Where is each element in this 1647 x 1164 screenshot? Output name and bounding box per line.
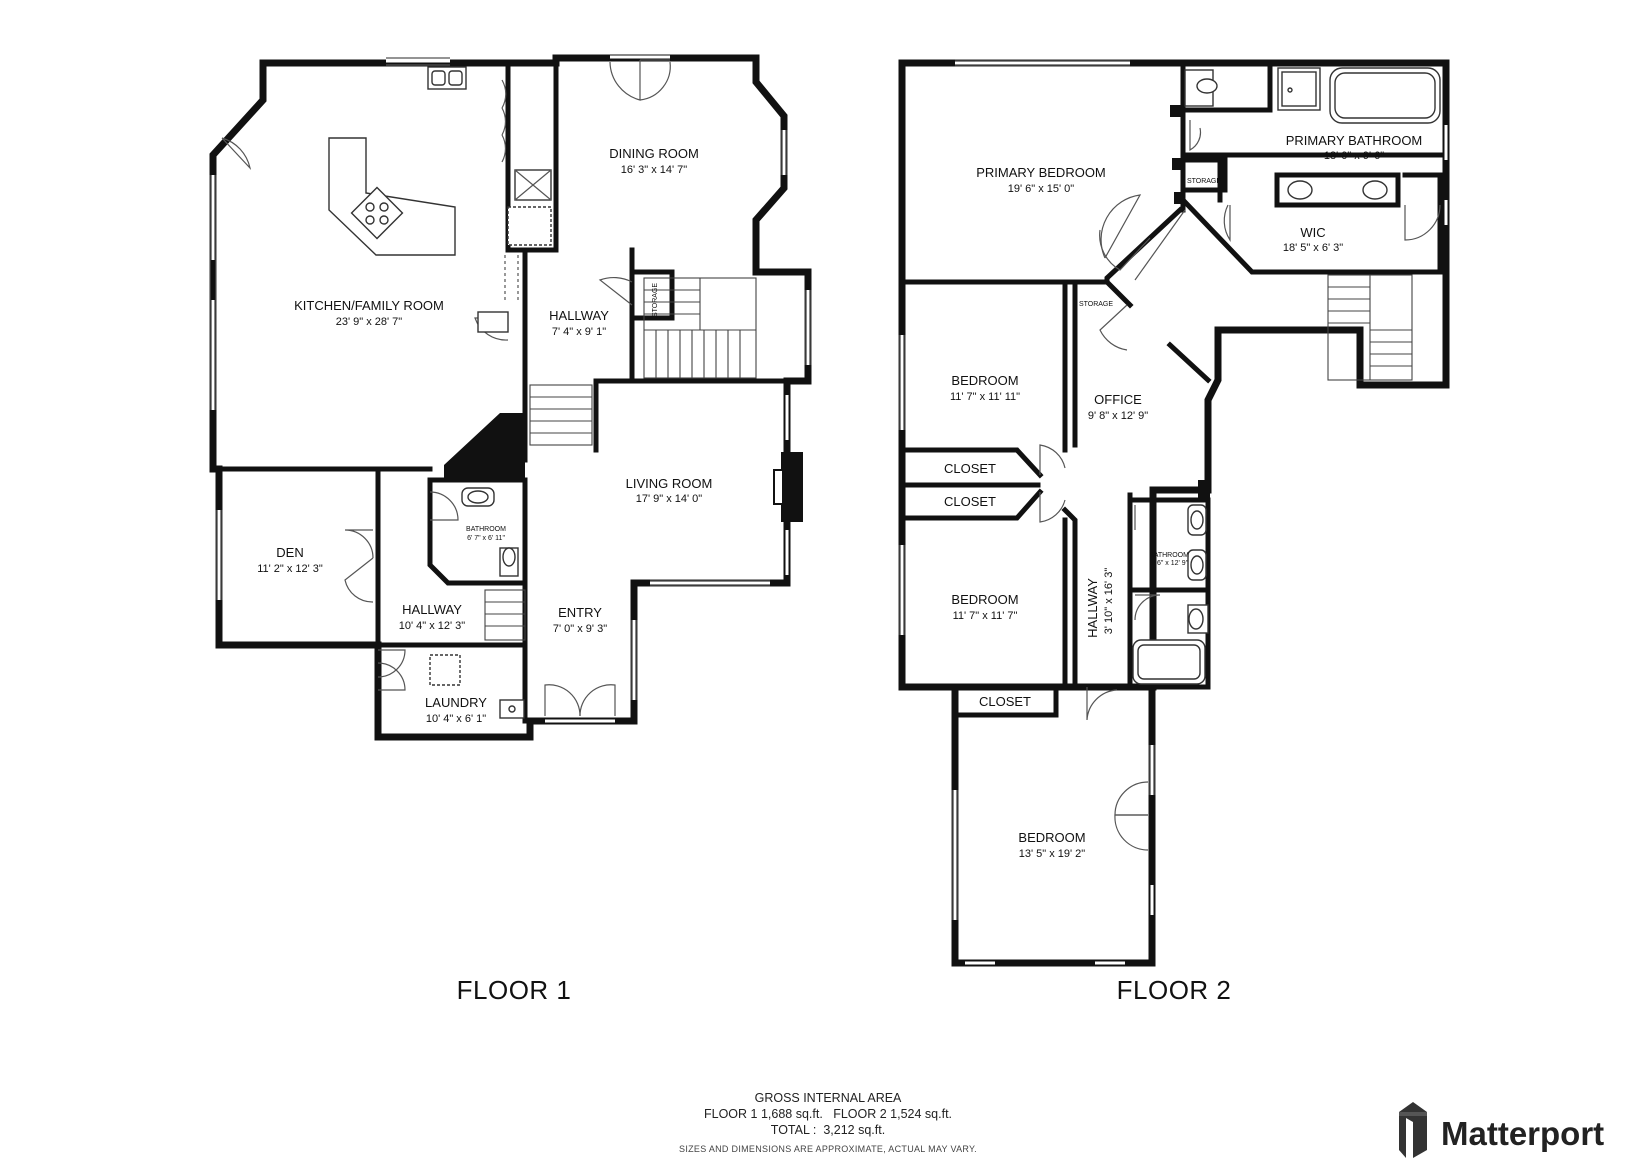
floor-1-room-labels: KITCHEN/FAMILY ROOM 23' 9" x 28' 7" DINI… [257,146,712,725]
floor-2-doors [1039,120,1441,851]
office-wall [1072,279,1134,309]
bathroom-2-name: BATHROOM [1149,552,1189,559]
hallway-2-dimensions: 10' 4" x 12' 3" [399,620,466,632]
dining-room-dimensions: 16' 3" x 14' 7" [621,164,688,176]
gross-area-floors: FLOOR 1 1,688 sq.ft. FLOOR 2 1,524 sq.ft… [704,1107,952,1121]
floor-2-plan: PRIMARY BEDROOM 19' 6" x 15' 0" PRIMARY … [898,59,1450,967]
chimney-block [444,413,525,480]
primary-bathroom-dimensions: 18' 0" x 9' 6" [1324,150,1384,162]
gross-area-total: TOTAL : 3,212 sq.ft. [771,1123,885,1137]
closet-3-wall [952,684,1059,718]
den-name: DEN [276,545,303,560]
bedroom-1-dimensions: 11' 7" x 11' 11" [950,391,1020,403]
floor-1-plan: KITCHEN/FAMILY ROOM 23' 9" x 28' 7" DINI… [209,54,812,741]
primary-bathroom-name: PRIMARY BATHROOM [1286,133,1423,148]
brand-name: Matterport [1441,1115,1604,1152]
bathroom-1-wall [427,477,528,586]
dining-room-name: DINING ROOM [609,146,699,161]
closet-3-name: CLOSET [979,694,1031,709]
storage-2-name: STORAGE [1187,178,1221,185]
matterport-logo-icon: Matterport [1399,1102,1604,1158]
bedroom-3-dimensions: 13' 5" x 19' 2" [1019,848,1086,860]
living-room-dimensions: 17' 9" x 14' 0" [636,493,703,505]
floor-2-label: FLOOR 2 [1117,975,1232,1005]
hallway-3-name: HALLWAY [1085,578,1100,638]
kitchen-name: KITCHEN/FAMILY ROOM [294,298,444,313]
hallway-1-dimensions: 7' 4" x 9' 1" [552,326,606,338]
entry-dimensions: 7' 0" x 9' 3" [553,623,607,635]
office-dimensions: 9' 8" x 12' 9" [1088,410,1148,422]
floor-2-windows [900,61,1448,965]
bathroom-1-name: BATHROOM [466,526,506,533]
bathroom-1-fixtures [461,487,519,577]
closet-1-name: CLOSET [944,461,996,476]
gross-area-title: GROSS INTERNAL AREA [755,1091,902,1105]
floor-1-stairs [484,277,757,641]
floor-2-outer-wall [898,59,1450,967]
disclaimer: SIZES AND DIMENSIONS ARE APPROXIMATE, AC… [679,1144,977,1154]
wic-name: WIC [1300,225,1325,240]
bedroom-3-name: BEDROOM [1018,830,1085,845]
living-room-name: LIVING ROOM [626,476,713,491]
floor-2-bath-fixtures [1132,67,1441,685]
hallway-2-name: HALLWAY [402,602,462,617]
fireplace [781,452,803,522]
bathroom-1-dimensions: 6' 7" x 6' 11" [467,535,505,542]
entry-name: ENTRY [558,605,602,620]
kitchen-island [328,137,456,256]
laundry-fixtures [429,654,525,719]
primary-bedroom-dimensions: 19' 6" x 15' 0" [1008,183,1075,195]
floor-1-doors [221,59,671,717]
floor-1-label: FLOOR 1 [457,975,572,1005]
den-dimensions: 11' 2" x 12' 3" [257,563,323,575]
bedroom-2-dimensions: 11' 7" x 11' 7" [953,610,1018,622]
floor-2-room-labels: PRIMARY BEDROOM 19' 6" x 15' 0" PRIMARY … [944,133,1422,860]
floor-2-stairs [1327,274,1413,381]
bathroom-2-dimensions: 5' 6" x 12' 9" [1150,560,1189,567]
bedroom-1-name: BEDROOM [951,373,1018,388]
office-name: OFFICE [1094,392,1142,407]
primary-bedroom-name: PRIMARY BEDROOM [976,165,1106,180]
closet-2-name: CLOSET [944,494,996,509]
storage-1-name: STORAGE [652,283,659,317]
kitchen-fixtures [328,66,552,333]
bedroom-2-name: BEDROOM [951,592,1018,607]
wic-dimensions: 18' 5" x 6' 3" [1283,242,1343,254]
storage-3-name: STORAGE [1079,301,1113,308]
hallway-1-name: HALLWAY [549,308,609,323]
laundry-name: LAUNDRY [425,695,487,710]
bathroom-2-wall [1127,497,1211,690]
hallway-3-dimensions: 3' 10" x 16' 3" [1103,568,1115,635]
laundry-dimensions: 10' 4" x 6' 1" [426,713,486,725]
floor-1-windows [211,55,810,723]
wic-wall [1179,196,1449,275]
primary-bedroom-wall [899,206,1184,285]
kitchen-dimensions: 23' 9" x 28' 7" [336,316,403,328]
